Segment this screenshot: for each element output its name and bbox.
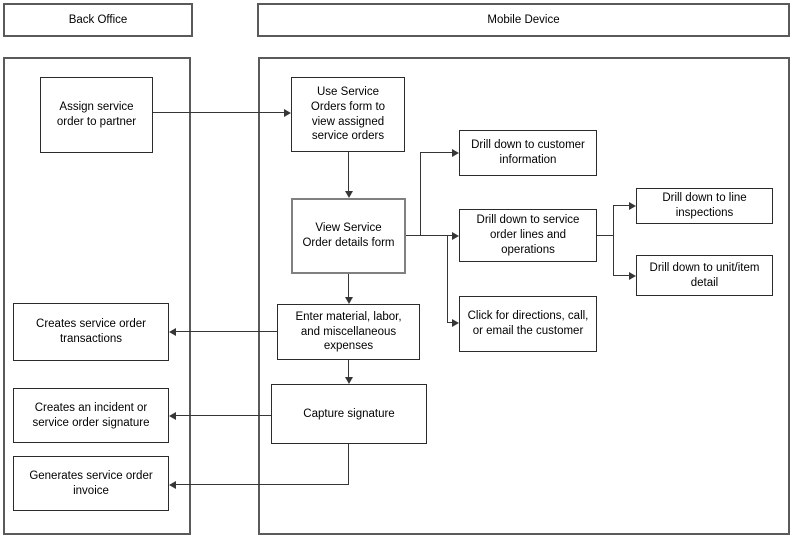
edge-view-to-lines-line [406, 235, 452, 236]
edge-view-to-customer-hline [420, 152, 452, 153]
edge-capture-to-incident-line [176, 415, 271, 416]
edge-lines-to-inspections-arrowhead [629, 202, 636, 210]
edge-lines-branch-stub [597, 235, 614, 236]
node-creates-incident-or-signature: Creates an incident or service order sig… [13, 388, 169, 443]
edge-enter-to-capture-line [348, 360, 349, 377]
lane-header-back-office: Back Office [3, 3, 193, 37]
lane-back-office [3, 57, 191, 535]
edge-use-to-view-arrowhead [345, 191, 353, 198]
edge-use-to-view-line [348, 152, 349, 191]
edge-assign-to-use-line [153, 112, 284, 113]
node-drill-down-unit-item-detail: Drill down to unit/item detail [636, 255, 773, 296]
edge-lines-to-unit-arrowhead [629, 272, 636, 280]
node-capture-signature: Capture signature [271, 384, 427, 444]
node-drill-down-line-inspections: Drill down to line inspections [636, 188, 773, 224]
edge-view-to-click-arrowhead [452, 319, 459, 327]
node-drill-down-customer-information: Drill down to customer information [459, 130, 597, 176]
edge-capture-to-invoice-vline [348, 444, 349, 485]
node-enter-material-labor-expenses: Enter material, labor, and miscellaneous… [277, 304, 420, 360]
edge-enter-to-transactions-line [176, 331, 277, 332]
edge-lines-branch-vline [613, 205, 614, 276]
edge-view-to-lines-arrowhead [452, 232, 459, 240]
edge-enter-to-transactions-arrowhead [169, 328, 176, 336]
edge-view-to-enter-line [348, 274, 349, 297]
edge-capture-to-invoice-hline [176, 484, 349, 485]
edge-view-to-customer-arrowhead [452, 149, 459, 157]
node-generates-service-order-invoice: Generates service order invoice [13, 456, 169, 511]
edge-capture-to-invoice-arrowhead [169, 481, 176, 489]
node-drill-down-order-lines-operations: Drill down to service order lines and op… [459, 209, 597, 262]
edge-view-to-customer-vline [420, 152, 421, 236]
edge-view-to-enter-arrowhead [345, 297, 353, 304]
node-click-for-directions-call-email: Click for directions, call, or email the… [459, 296, 597, 352]
node-use-service-orders-form: Use Service Orders form to view assigned… [291, 77, 405, 152]
edge-lines-to-inspections-line [613, 205, 629, 206]
edge-view-to-click-hline [447, 322, 452, 323]
lane-mobile-device [258, 57, 790, 535]
lane-header-mobile-device: Mobile Device [257, 3, 790, 37]
node-view-service-order-details: View Service Order details form [291, 198, 406, 274]
node-assign-service-order: Assign service order to partner [40, 77, 153, 153]
edge-assign-to-use-arrowhead [284, 109, 291, 117]
edge-view-to-click-vline [447, 235, 448, 323]
node-creates-service-order-transactions: Creates service order transactions [13, 303, 169, 361]
edge-capture-to-incident-arrowhead [169, 412, 176, 420]
edge-enter-to-capture-arrowhead [345, 377, 353, 384]
edge-lines-to-unit-line [613, 275, 629, 276]
